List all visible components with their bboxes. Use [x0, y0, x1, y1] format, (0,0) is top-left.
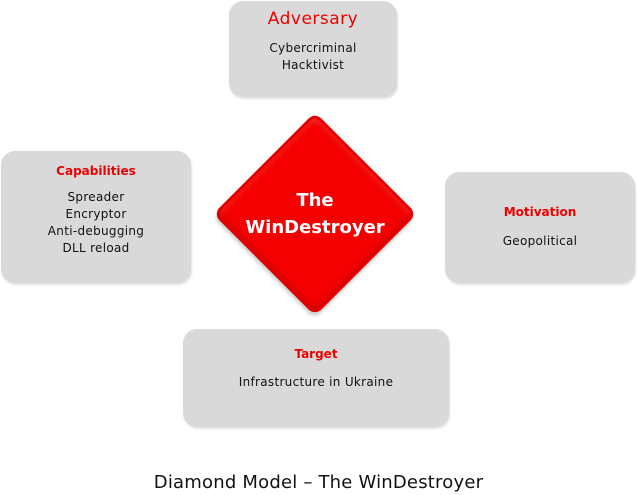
capabilities-item: Encryptor: [65, 207, 127, 221]
adversary-item: Hacktivist: [281, 58, 345, 72]
target-title: Target: [294, 347, 338, 361]
motivation-box: Motivation Geopolitical: [445, 172, 635, 283]
capabilities-item: DLL reload: [62, 241, 130, 255]
adversary-title: Adversary: [267, 9, 359, 29]
motivation-item: Geopolitical: [502, 234, 578, 248]
center-diamond: The WinDestroyer: [213, 112, 417, 316]
diagram-caption: Diamond Model – The WinDestroyer: [153, 472, 484, 493]
diamond-label-line: The: [296, 190, 334, 211]
motivation-title: Motivation: [503, 205, 577, 219]
capabilities-item: Spreader: [67, 190, 125, 204]
diamond-label: The WinDestroyer: [213, 112, 417, 316]
adversary-box: Adversary Cybercriminal Hacktivist: [229, 1, 397, 97]
capabilities-title: Capabilities: [56, 164, 136, 178]
target-box: Target Infrastructure in Ukraine: [183, 329, 449, 427]
capabilities-box: Capabilities Spreader Encryptor Anti-deb…: [1, 151, 191, 283]
diamond-label-line: WinDestroyer: [245, 217, 385, 238]
target-item: Infrastructure in Ukraine: [238, 375, 394, 389]
adversary-item: Cybercriminal: [269, 41, 357, 55]
capabilities-item: Anti-debugging: [47, 224, 145, 238]
